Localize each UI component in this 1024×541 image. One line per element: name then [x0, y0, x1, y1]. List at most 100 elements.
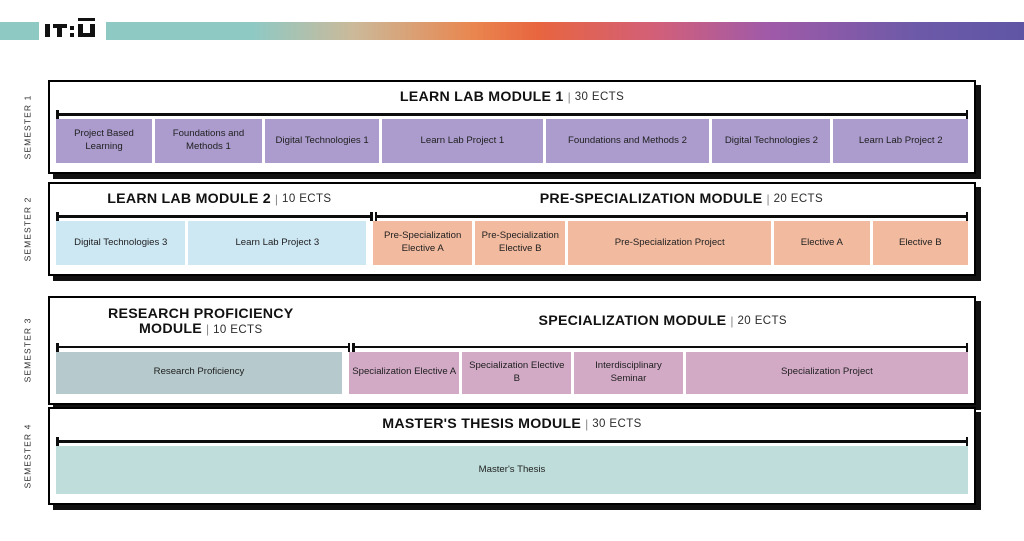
bracket-cap-right	[370, 212, 373, 221]
module-title: LEARN LAB MODULE 1|30 ECTS	[50, 82, 974, 110]
course-label: Interdisciplinary Seminar	[595, 360, 662, 384]
module-name: RESEARCH PROFICIENCY	[108, 306, 294, 322]
module-name: LEARN LAB MODULE 2	[107, 191, 271, 207]
semester-label-1: SEMESTER 1	[14, 80, 40, 174]
semester-frame: MASTER'S THESIS MODULE|30 ECTS Master's T…	[48, 407, 976, 505]
course-label: Digital Technologies 2	[724, 134, 819, 146]
course-box[interactable]: Foundations and Methods 1	[154, 119, 262, 163]
course-box[interactable]: Pre-Specialization Project	[568, 221, 772, 265]
course-label: Project Based Learning	[74, 128, 134, 152]
course-box[interactable]: Specialization Elective A	[348, 351, 460, 394]
module-name-line-2: MODULE|10 ECTS	[139, 321, 263, 337]
course-box[interactable]: Foundations and Methods 2	[545, 119, 710, 163]
course-box[interactable]: Research Proficiency	[56, 351, 342, 394]
bracket-bar	[56, 215, 373, 218]
course-box[interactable]: Project Based Learning	[56, 119, 152, 163]
module-bracket-row	[50, 342, 974, 352]
course-label: Pre-Specialization Elective A	[384, 230, 462, 254]
course-box[interactable]: Digital Technologies 1	[264, 119, 380, 163]
module-name: SPECIALIZATION MODULE	[538, 313, 727, 330]
course-box-row: Digital Technologies 3 Learn Lab Project …	[50, 221, 974, 274]
semester-label-text: SEMESTER 2	[22, 196, 33, 262]
brand-gradient-bar	[0, 22, 1024, 40]
course-box[interactable]: Digital Technologies 3	[56, 221, 186, 265]
bracket-bar	[352, 345, 968, 349]
bracket-cap-left	[56, 212, 59, 221]
semester-label-2: SEMESTER 2	[14, 182, 40, 276]
bracket-cap-left	[374, 212, 378, 221]
bracket-cap-left	[56, 342, 59, 352]
module-ects: 10 ECTS	[213, 324, 263, 337]
course-box[interactable]: Elective B	[872, 221, 968, 265]
module-title-separator: |	[766, 192, 770, 206]
course-label: Learn Lab Project 1	[420, 134, 505, 146]
semester-label-text: SEMESTER 4	[22, 423, 33, 489]
module-bracket-row	[50, 110, 974, 119]
semester-label-text: SEMESTER 1	[22, 94, 33, 160]
module-title: LEARN LAB MODULE 2|10 ECTS	[50, 184, 389, 212]
course-box[interactable]: Learn Lab Project 3	[188, 221, 367, 265]
module-title-separator: |	[585, 417, 589, 431]
bracket-cap-left	[352, 342, 355, 352]
course-label: Foundations and Methods 2	[568, 134, 687, 146]
course-box[interactable]: Specialization Elective B	[462, 351, 572, 394]
bracket-cap-left	[56, 437, 59, 446]
course-label: Research Proficiency	[153, 366, 245, 378]
module-bracket	[352, 342, 968, 352]
module-bracket	[56, 212, 373, 221]
module-title: SPECIALIZATION MODULE|20 ECTS	[352, 298, 974, 343]
semester-label-text: SEMESTER 3	[22, 317, 33, 383]
bracket-cap-left	[56, 110, 59, 119]
course-label: Digital Technologies 1	[275, 134, 369, 146]
bracket-cap-right	[965, 342, 968, 352]
module-bracket	[374, 212, 968, 221]
course-label: Specialization Elective A	[352, 366, 457, 378]
itu-logo	[44, 15, 102, 45]
course-label: Specialization Elective B	[469, 360, 565, 384]
course-label: Pre-Specialization Elective B	[481, 230, 559, 254]
course-box[interactable]: Specialization Project	[685, 351, 968, 394]
course-box[interactable]: Pre-Specialization Elective A	[373, 221, 473, 265]
course-box[interactable]: Learn Lab Project 1	[382, 119, 543, 163]
module-title-row: MASTER'S THESIS MODULE|30 ECTS	[50, 409, 974, 437]
course-box-row: Master's Thesis	[50, 446, 974, 503]
course-label: Elective B	[898, 236, 942, 248]
course-label: Specialization Project	[781, 366, 873, 378]
module-bracket	[56, 437, 968, 446]
course-label: Elective A	[800, 236, 843, 248]
module-bracket	[56, 342, 351, 352]
course-box[interactable]: Learn Lab Project 2	[833, 119, 968, 163]
semester-label-3: SEMESTER 3	[14, 296, 40, 405]
module-name-line-1: RESEARCH PROFICIENCY	[108, 305, 294, 322]
course-box[interactable]: Elective A	[774, 221, 870, 265]
bracket-bar	[374, 215, 968, 218]
module-bracket-row	[50, 437, 974, 446]
semester-row-1: SEMESTER 1 LEARN LAB MODULE 1|30 ECTS Proj…	[22, 80, 976, 174]
brand-gradient-left-segment	[0, 22, 39, 40]
course-label: Foundations and Methods 1	[172, 128, 245, 152]
bracket-cap-right	[347, 342, 351, 352]
module-title-separator: |	[730, 314, 734, 329]
module-ects: 30 ECTS	[592, 418, 642, 430]
course-label: Learn Lab Project 2	[858, 134, 943, 146]
course-box[interactable]: Interdisciplinary Seminar	[574, 351, 683, 394]
course-box[interactable]: Master's Thesis	[56, 446, 968, 494]
course-label: Digital Technologies 3	[74, 236, 168, 248]
course-box[interactable]: Pre-Specialization Elective B	[475, 221, 566, 265]
course-label: Master's Thesis	[478, 463, 546, 475]
bracket-bar	[56, 345, 351, 349]
course-box-row: Project Based Learning Foundations and Me…	[50, 119, 974, 172]
module-ects: 20 ECTS	[737, 315, 787, 328]
course-box[interactable]: Digital Technologies 2	[712, 119, 831, 163]
module-name: LEARN LAB MODULE 1	[399, 89, 564, 105]
module-name: PRE-SPECIALIZATION MODULE	[539, 191, 763, 207]
module-title: PRE-SPECIALIZATION MODULE|20 ECTS	[389, 184, 974, 212]
module-title-separator: |	[274, 192, 279, 206]
semester-label-4: SEMESTER 4	[14, 407, 40, 505]
module-bracket-row	[50, 212, 974, 221]
